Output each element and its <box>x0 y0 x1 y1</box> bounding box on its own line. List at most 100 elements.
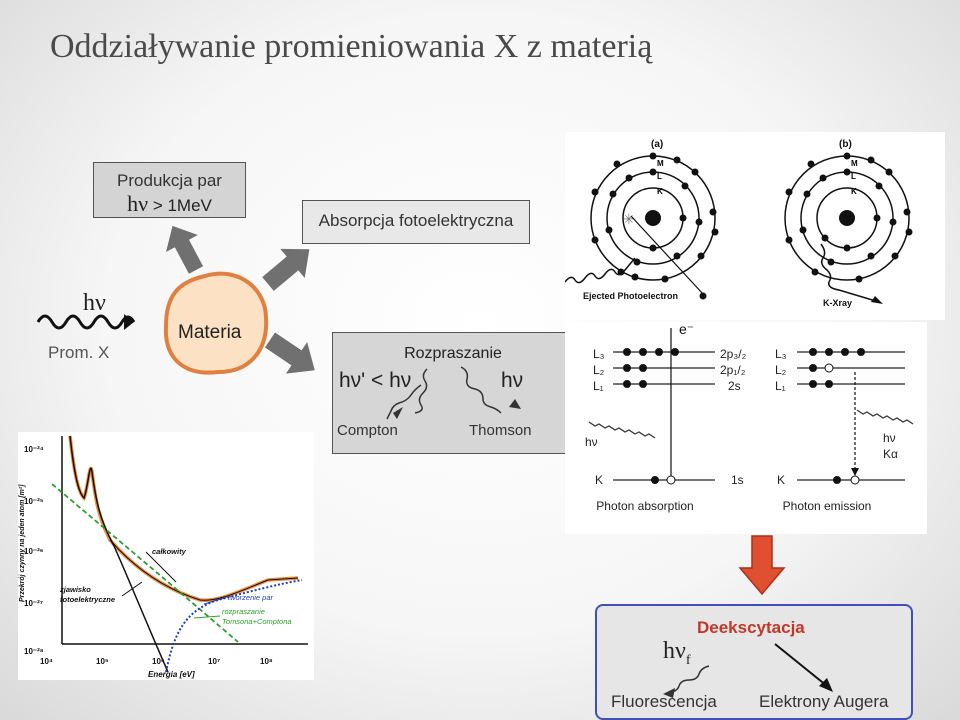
photoelectric-curve <box>69 435 169 673</box>
slide-title: Oddziaływanie promieniowania X z materią <box>50 28 653 65</box>
compton-wave-icon <box>414 368 428 414</box>
x-tick-3: 10⁶ <box>152 657 165 666</box>
photoelectric-label-2: fotoelektryczne <box>60 595 115 604</box>
deexcitation-title: Deekscytacja <box>697 618 805 637</box>
level-l3-label: L₃ <box>593 347 605 361</box>
photo-absorption-box: Absorpcja fotoelektryczna <box>302 200 530 244</box>
arrow-up-right-icon <box>262 248 310 291</box>
compton-hv-expr: hν' < hν <box>339 369 411 392</box>
scattering-waves: Rozpraszanie hν' < hν hν Compton Thomson <box>337 345 532 439</box>
deexcitation-arrows <box>663 643 833 698</box>
x-axis-label: Energia [eV] <box>148 670 195 679</box>
atom-b-shells: M L K <box>784 155 910 281</box>
pair-production-title: Produkcja par <box>117 171 222 190</box>
fluorescence-hv-symbol: hνf <box>663 638 691 669</box>
pair-production-energy: hν > 1MeV <box>94 191 245 217</box>
xray-label: Prom. X <box>48 343 110 362</box>
x-tick-2: 10⁵ <box>96 657 109 666</box>
level-l1-label-right: L₁ <box>775 379 786 393</box>
atom-label-a: (a) <box>651 139 663 150</box>
atom-a-shell-k: K <box>657 187 663 196</box>
atom-label-b: (b) <box>839 139 852 150</box>
photo-absorption-label: Absorpcja fotoelektryczna <box>318 211 514 230</box>
scattering-box: Rozpraszanie hν' < hν hν Compton Thomson <box>332 332 567 454</box>
photon-emission-caption: Photon emission <box>783 499 872 513</box>
y-tick-4: 10⁻²⁷ <box>24 599 43 608</box>
absorbed-photon-wave-icon <box>588 421 656 439</box>
fluorescence-arrowhead-icon <box>663 688 675 698</box>
pair-label: tworzenie par <box>228 593 274 602</box>
y-tick-5: 10⁻²⁸ <box>24 647 44 656</box>
photon-absorption-caption: Photon absorption <box>596 499 693 513</box>
level-p32-label: 2p₃/₂ <box>720 347 747 361</box>
thomson-arrowhead-icon <box>509 399 521 409</box>
energy-levels-figure: L₃ L₂ L₁ K 2p₃/₂ 2p₁/₂ 2s 1s L₃ L₂ L₁ K <box>565 321 927 534</box>
ejected-photoelectron-label: Ejected Photoelectron <box>583 291 678 301</box>
thomson-wave-icon <box>460 366 502 414</box>
x-tick-1: 10⁴ <box>40 657 53 666</box>
atom-a-shell-m: M <box>657 159 664 168</box>
y-axis-label: Przekrój czynny na jeden atom [m²] <box>19 484 26 602</box>
level-1s-label: 1s <box>731 473 744 487</box>
electron-label: e⁻ <box>679 322 694 337</box>
emitted-photon-hv-label: hν <box>883 431 896 445</box>
y-tick-3: 10⁻²⁶ <box>24 547 44 556</box>
xray-arrowhead-icon <box>124 314 134 330</box>
atom-b-emitted-wave-icon <box>820 243 880 303</box>
thomson-label: Thomson <box>469 422 532 439</box>
atom-a-shell-l: L <box>657 172 662 181</box>
cross-section-svg: 10⁻²⁴ 10⁻²⁵ 10⁻²⁶ 10⁻²⁷ 10⁻²⁸ 10⁴ 10⁵ 10… <box>19 435 308 679</box>
auger-electrons-label: Elektrony Augera <box>759 692 889 711</box>
emitted-photon-ka-label: Kα <box>883 447 898 461</box>
arrow-up-left-icon <box>166 225 204 274</box>
hvf-symbol: hν <box>663 638 686 664</box>
matter-blob <box>163 271 269 375</box>
total-curve <box>68 435 299 602</box>
atom-a-electrons <box>591 152 719 283</box>
fluorescence-wave-icon <box>668 665 710 693</box>
x-tick-4: 10⁷ <box>208 657 220 666</box>
atom-shells-figure: (a) (b) M L K ✳ Ejected Photoelectron <box>564 132 945 320</box>
hvf-subscript: f <box>685 652 691 668</box>
atom-b-shell-m: M <box>851 159 858 168</box>
compton-arrowhead-icon <box>393 407 403 419</box>
fluorescence-label: Fluorescencja <box>611 692 717 711</box>
compton-label: Compton <box>337 422 398 439</box>
energy-levels-svg: L₃ L₂ L₁ K 2p₃/₂ 2p₁/₂ 2s 1s L₃ L₂ L₁ K <box>585 321 914 513</box>
level-p12-label: 2p₁/₂ <box>720 363 746 377</box>
auger-arrowhead-icon <box>819 678 833 692</box>
atom-a-incoming-wave-icon <box>564 257 636 284</box>
scattering-curve <box>51 483 239 643</box>
pair-production-box: Produkcja par hν > 1MeV <box>93 162 246 218</box>
ejected-path <box>630 215 704 295</box>
kxray-label: K-Xray <box>823 298 852 308</box>
thomson-hv-symbol: hν <box>501 369 523 392</box>
atom-b-shell-k: K <box>851 187 857 196</box>
level-l3-label-right: L₃ <box>775 347 787 361</box>
y-tick-2: 10⁻²⁵ <box>24 497 44 506</box>
level-k-label: K <box>595 473 603 487</box>
xray-wave-icon <box>36 314 136 330</box>
burst-icon: ✳ <box>623 211 635 227</box>
deexcitation-box: Deekscytacja hνf Fluorescencja Elektrony… <box>595 604 913 720</box>
y-tick-1: 10⁻²⁴ <box>24 445 44 454</box>
absorbed-photon-label: hν <box>585 435 598 449</box>
pair-curve <box>165 579 303 673</box>
total-curve-overlay <box>109 539 299 601</box>
x-tick-5: 10⁸ <box>260 657 273 666</box>
emitted-photon-wave-icon <box>856 409 914 425</box>
scattering-label-1: rozpraszanie <box>222 607 265 616</box>
xray-hv-symbol: hν <box>83 290 106 316</box>
level-k-label-right: K <box>777 473 785 487</box>
pair-threshold: > 1MeV <box>152 196 212 215</box>
level-l1-label: L₁ <box>593 379 604 393</box>
total-label: całkowity <box>152 547 187 556</box>
level-2s-label: 2s <box>728 379 741 393</box>
matter-label: Materia <box>178 322 242 343</box>
auger-arrow <box>774 643 828 687</box>
level-electrons <box>623 348 865 484</box>
cross-section-graph: 10⁻²⁴ 10⁻²⁵ 10⁻²⁶ 10⁻²⁷ 10⁻²⁸ 10⁴ 10⁵ 10… <box>18 432 314 680</box>
photoelectric-label-1: zjawisko <box>59 585 91 594</box>
atom-b-shell-l: L <box>851 172 856 181</box>
